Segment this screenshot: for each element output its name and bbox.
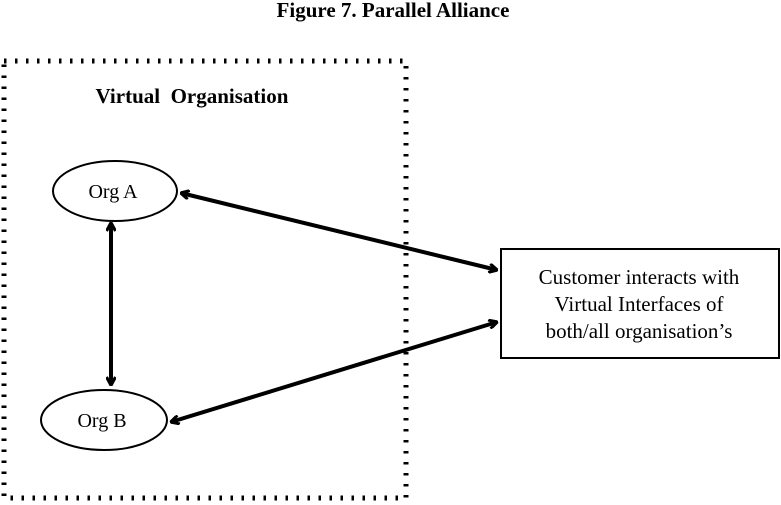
- org-b-node: Org B: [40, 389, 168, 451]
- customer-box: Customer interacts with Virtual Interfac…: [500, 248, 780, 359]
- org-b-ellipse: [40, 389, 168, 451]
- virtual-organisation-label: Virtual Organisation: [96, 84, 289, 108]
- customer-box-line-1: Customer interacts with: [539, 265, 740, 289]
- customer-box-line-3: both/all organisation’s: [546, 319, 733, 343]
- arrow-org-b-customer: [171, 322, 497, 422]
- figure-title: Figure 7. Parallel Alliance: [277, 0, 510, 22]
- org-a-ellipse: [52, 160, 178, 222]
- customer-box-line-2: Virtual Interfaces of: [555, 292, 724, 316]
- customer-box-frame: [500, 248, 780, 359]
- org-a-node: Org A: [52, 160, 178, 222]
- org-b-label: Org B: [77, 410, 126, 432]
- org-a-label: Org A: [88, 181, 138, 203]
- arrow-org-a-customer: [181, 193, 497, 270]
